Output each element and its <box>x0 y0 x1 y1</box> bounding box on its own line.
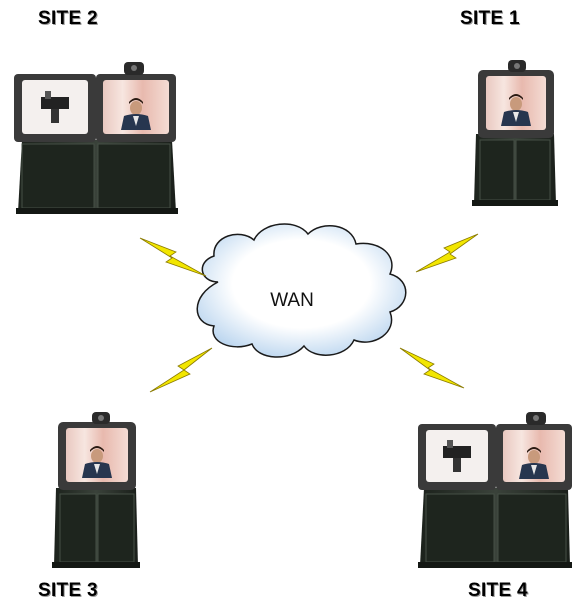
site4-video-system <box>418 412 572 568</box>
lightning-icon <box>415 233 479 273</box>
site3-video-system <box>52 412 140 568</box>
lightning-icon <box>399 347 465 389</box>
site2-label: SITE 2 <box>38 8 98 29</box>
lightning-icon <box>149 347 213 393</box>
site2-video-system <box>14 62 178 214</box>
site1-label: SITE 1 <box>460 8 520 29</box>
wan-label: WAN <box>270 290 314 311</box>
site1-video-system <box>472 60 558 206</box>
lightning-icon <box>139 237 207 277</box>
site3-label: SITE 3 <box>38 580 98 601</box>
wan-cloud <box>196 223 407 358</box>
site4-label: SITE 4 <box>468 580 528 601</box>
